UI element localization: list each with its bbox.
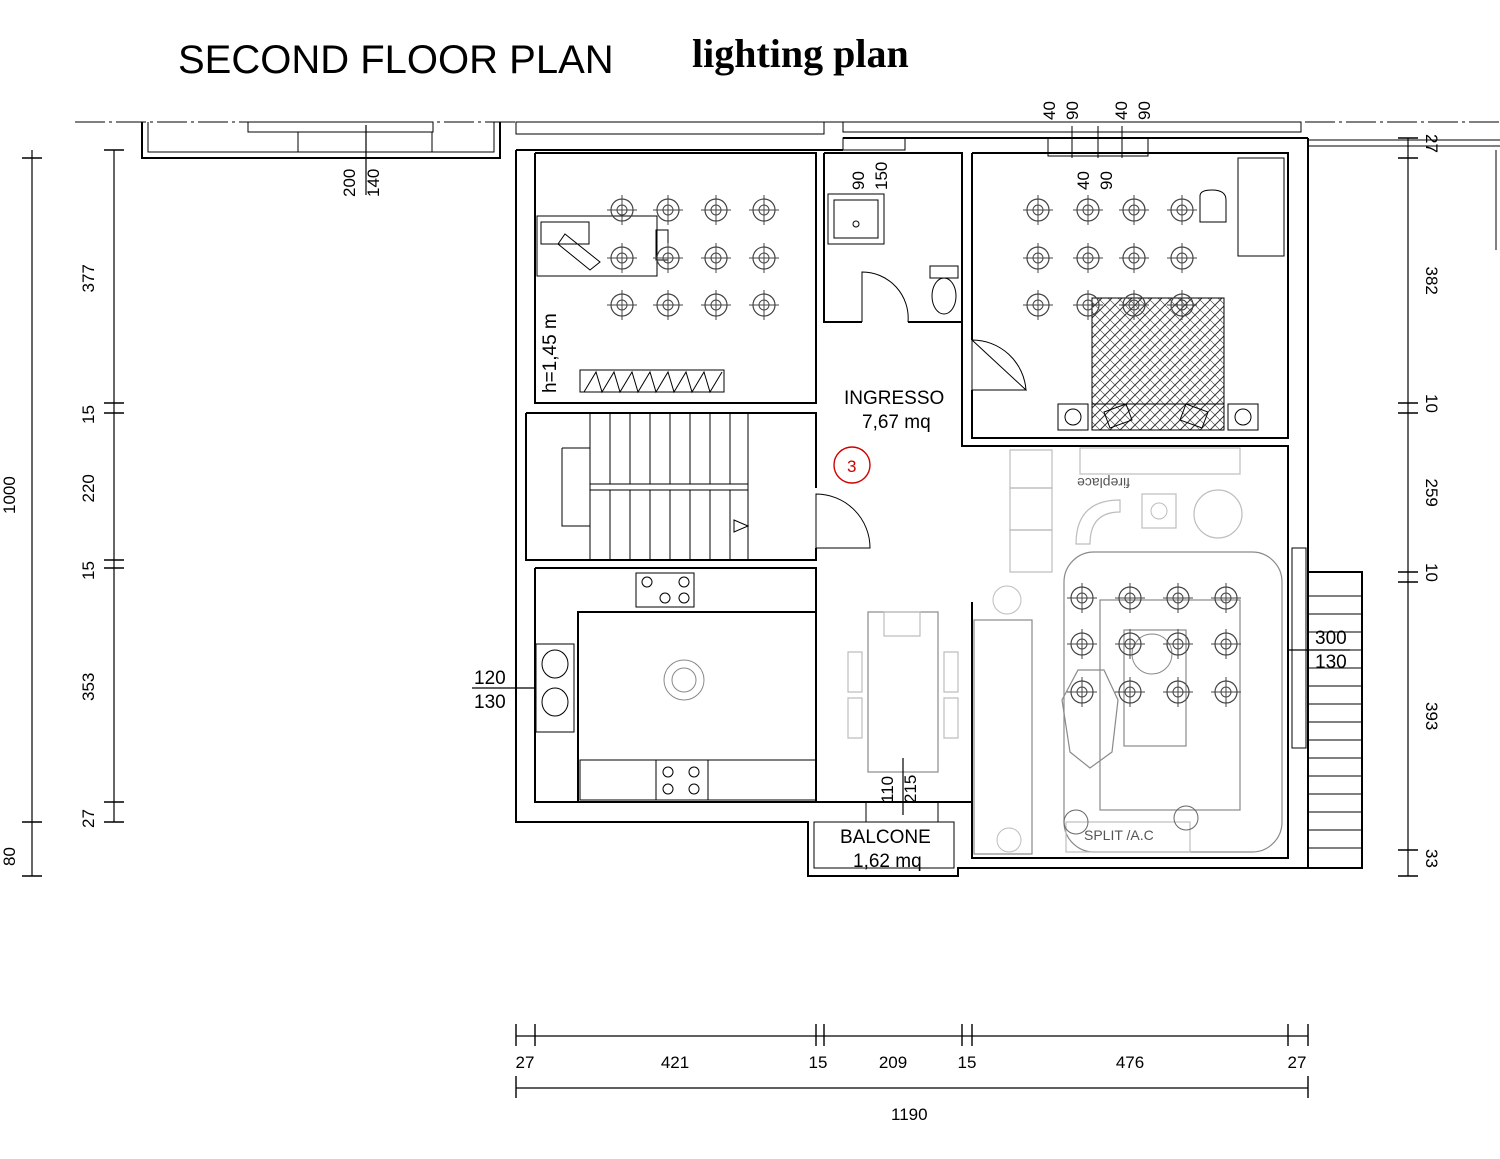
- left-segment-dim: 377: [79, 264, 98, 292]
- ceiling-height-label: h=1,45 m: [540, 313, 561, 393]
- bathroom-fixtures: [827, 193, 959, 315]
- right-window-width: 300: [1315, 628, 1347, 649]
- ceiling-light-icon: [1210, 628, 1242, 660]
- right-dimension-chain: 27 382 10 259 10 393 33: [1398, 134, 1441, 877]
- right-segment-dim: 259: [1422, 479, 1441, 507]
- study-room-furniture: h=1,45 m: [536, 215, 725, 394]
- top-window-c-width: 40: [1074, 171, 1093, 190]
- bottom-door-width: 110: [878, 776, 897, 803]
- balcony-area: 1,62 mq: [853, 851, 922, 872]
- ceiling-light-icon: [1118, 194, 1150, 226]
- split-ac-label: SPLIT /A.C: [1084, 827, 1154, 843]
- ceiling-light-icon: [700, 289, 732, 321]
- right-terrace: [1291, 547, 1363, 869]
- top-window-a-height: 140: [364, 169, 383, 197]
- top-window-b-height: 150: [872, 162, 891, 190]
- right-window-height: 130: [1315, 652, 1347, 673]
- entrance-area: 7,67 mq: [862, 412, 931, 433]
- top-window-c-height: 90: [1097, 171, 1116, 190]
- ceiling-light-icon: [1162, 582, 1194, 614]
- ceiling-light-icon: [1114, 628, 1146, 660]
- plan-subtitle: lighting plan: [692, 31, 909, 76]
- ceiling-light-icon: [1114, 582, 1146, 614]
- staircase: [561, 412, 750, 561]
- ceiling-light-icon: [700, 242, 732, 274]
- left-segment-dim: 15: [79, 405, 98, 424]
- section-marker-number: 3: [847, 457, 856, 476]
- top-window-b-width: 90: [849, 171, 868, 190]
- ceiling-light-icon: [1022, 242, 1054, 274]
- exterior-walls: [515, 126, 1309, 877]
- ceiling-light-icon: [1072, 194, 1104, 226]
- top-left-terrace: [141, 121, 1500, 250]
- left-segment-dim: 353: [79, 673, 98, 701]
- door-arcs: [815, 271, 1027, 549]
- top-dim-d-height: 90: [1063, 101, 1082, 120]
- right-segment-dim: 393: [1422, 702, 1441, 730]
- right-segment-dim: 27: [1422, 134, 1441, 153]
- ceiling-light-icon: [1162, 628, 1194, 660]
- bottom-door-height: 215: [901, 775, 920, 803]
- bottom-segment-dim: 476: [1116, 1053, 1144, 1072]
- ceiling-light-icon: [1118, 242, 1150, 274]
- ceiling-light-icon: [748, 194, 780, 226]
- left-window-width: 120: [474, 668, 506, 689]
- kitchen-furniture: [535, 572, 817, 801]
- ceiling-light-icon: [1210, 676, 1242, 708]
- fireplace-label: fireplace: [1077, 475, 1130, 491]
- balcony-name: BALCONE: [840, 827, 931, 848]
- ceiling-light-icon: [652, 289, 684, 321]
- left-inner-dimension-chain: 377 15 220 15 353 27: [79, 149, 124, 828]
- bottom-segment-dim: 15: [809, 1053, 828, 1072]
- ceiling-light-icon: [606, 242, 638, 274]
- left-outer-dimension: 1000 80: [0, 150, 42, 877]
- ceiling-light-icon: [1022, 194, 1054, 226]
- left-segment-dim: 220: [79, 474, 98, 502]
- ceiling-light-icon: [606, 289, 638, 321]
- bottom-segment-dim: 27: [1288, 1053, 1307, 1072]
- top-dim-e-width: 40: [1112, 101, 1131, 120]
- left-segment-dim: 15: [79, 561, 98, 580]
- ceiling-light-icon: [748, 289, 780, 321]
- bottom-dimension-chain: 1190 27 421 15 209 15 476 27: [515, 1024, 1309, 1124]
- section-marker: [833, 446, 871, 484]
- left-total-dim: 1000: [0, 476, 19, 514]
- plan-title: SECOND FLOOR PLAN: [178, 38, 614, 82]
- living-room-furniture: SPLIT /A.C fireplace: [847, 447, 1283, 855]
- ceiling-light-icon: [1166, 242, 1198, 274]
- right-segment-dim: 382: [1422, 267, 1441, 295]
- right-segment-dim: 10: [1422, 563, 1441, 582]
- ceiling-light-icon: [1022, 289, 1054, 321]
- left-window-height: 130: [474, 692, 506, 713]
- ceiling-light-icon: [1066, 582, 1098, 614]
- bottom-segment-dim: 421: [661, 1053, 689, 1072]
- left-extra-dim: 80: [0, 847, 19, 866]
- bottom-total-dim: 1190: [891, 1105, 928, 1124]
- ceiling-light-icon: [1114, 676, 1146, 708]
- left-segment-dim: 27: [79, 809, 98, 828]
- right-segment-dim: 10: [1422, 394, 1441, 413]
- top-dim-d-width: 40: [1040, 101, 1059, 120]
- interior-walls: [525, 152, 1289, 869]
- bottom-segment-dim: 27: [516, 1053, 535, 1072]
- bedroom-furniture: [1057, 157, 1285, 431]
- ceiling-light-icon: [606, 194, 638, 226]
- entrance-name: INGRESSO: [844, 388, 944, 409]
- bottom-segment-dim: 209: [879, 1053, 907, 1072]
- ceiling-light-icon: [1166, 194, 1198, 226]
- right-segment-dim: 33: [1422, 849, 1441, 868]
- top-window-a-width: 200: [340, 169, 359, 197]
- ceiling-light-icon: [748, 242, 780, 274]
- ceiling-light-icon: [1210, 582, 1242, 614]
- bottom-segment-dim: 15: [958, 1053, 977, 1072]
- ceiling-light-icon: [700, 194, 732, 226]
- ceiling-light-icon: [1162, 676, 1194, 708]
- top-dim-e-height: 90: [1135, 101, 1154, 120]
- ceiling-light-icon: [1066, 628, 1098, 660]
- ceiling-light-icon: [1072, 242, 1104, 274]
